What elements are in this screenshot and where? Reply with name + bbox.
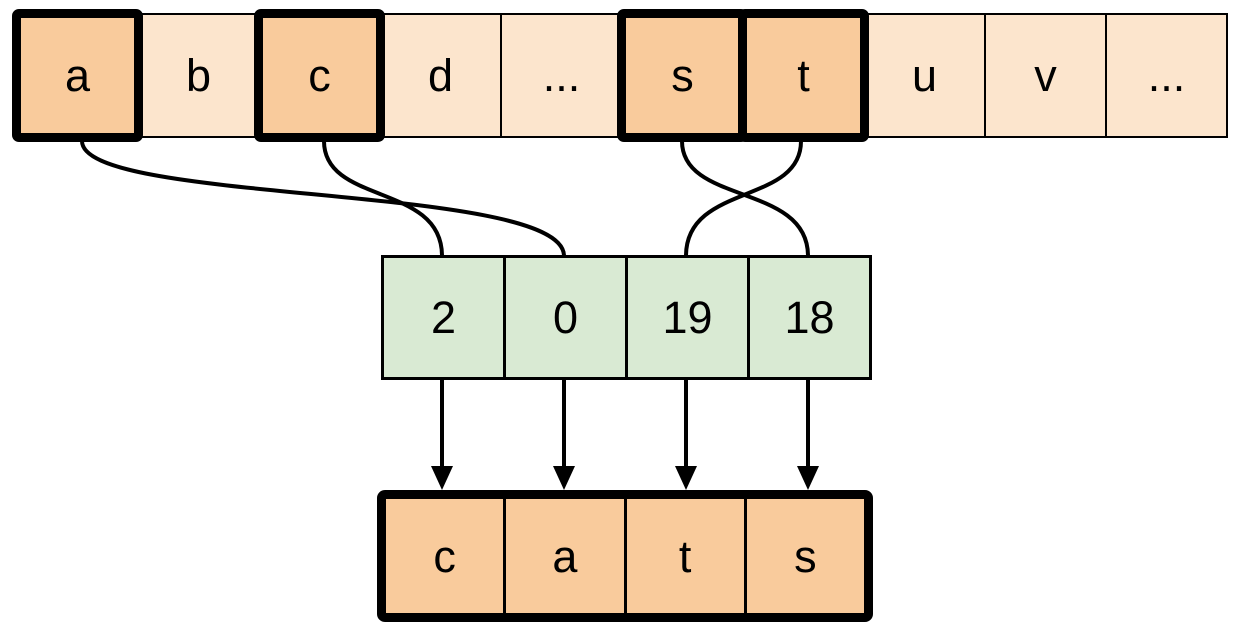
alphabet-cell-label: ... (542, 50, 581, 101)
result-cell-label: a (552, 530, 578, 582)
alphabet-cell-s: s (617, 9, 748, 142)
curve-t-to-index-19 (684, 140, 803, 257)
alphabet-cell-label: d (427, 50, 454, 101)
index-cell-label: 2 (430, 292, 457, 343)
arrow-head-icon (431, 466, 453, 490)
alphabet-cell-label: v (1034, 50, 1057, 101)
alphabet-cell-a: a (12, 9, 143, 142)
index-cell-label: 19 (662, 292, 713, 343)
arrow-index-to-result-2 (553, 379, 575, 490)
alphabet-cell-t: t (738, 9, 869, 142)
alphabet-cell-ellipsis-1: ... (500, 13, 623, 138)
index-cell-0: 0 (503, 255, 628, 380)
alphabet-cell-u: u (863, 13, 986, 138)
index-cell-2: 2 (381, 255, 506, 380)
result-cell-label: s (794, 530, 817, 582)
alphabet-cell-label: t (797, 50, 810, 101)
arrow-index-to-result-1 (431, 379, 453, 490)
result-cell-s: s (747, 499, 864, 613)
alphabet-cell-c: c (254, 9, 385, 142)
curve-a-to-index-0 (80, 140, 566, 257)
result-row: c a t s (377, 490, 873, 622)
arrow-head-icon (675, 466, 697, 490)
result-cell-t: t (627, 499, 747, 613)
alphabet-cell-label: ... (1147, 50, 1186, 101)
arrow-index-to-result-4 (797, 379, 819, 490)
curve-s-to-index-18 (680, 140, 810, 257)
index-cell-label: 0 (552, 292, 579, 343)
result-cell-label: t (678, 530, 692, 582)
arrow-index-to-result-3 (675, 379, 697, 490)
index-cell-19: 19 (625, 255, 750, 380)
alphabet-cell-d: d (379, 13, 502, 138)
index-cell-18: 18 (747, 255, 872, 380)
alphabet-cell-label: b (185, 50, 212, 101)
arrow-head-icon (797, 466, 819, 490)
curve-c-to-index-2 (322, 140, 444, 257)
alphabet-cell-ellipsis-2: ... (1105, 13, 1228, 138)
alphabet-cell-label: s (671, 50, 694, 101)
alphabet-cell-v: v (984, 13, 1107, 138)
alphabet-cell-label: c (308, 50, 331, 101)
arrow-head-icon (553, 466, 575, 490)
result-cell-c: c (386, 499, 507, 613)
result-cell-a: a (506, 499, 627, 613)
index-cell-label: 18 (784, 292, 835, 343)
alphabet-cell-b: b (137, 13, 260, 138)
alphabet-cell-label: u (911, 50, 938, 101)
alphabet-cell-label: a (64, 50, 91, 101)
result-cell-label: c (433, 530, 456, 582)
